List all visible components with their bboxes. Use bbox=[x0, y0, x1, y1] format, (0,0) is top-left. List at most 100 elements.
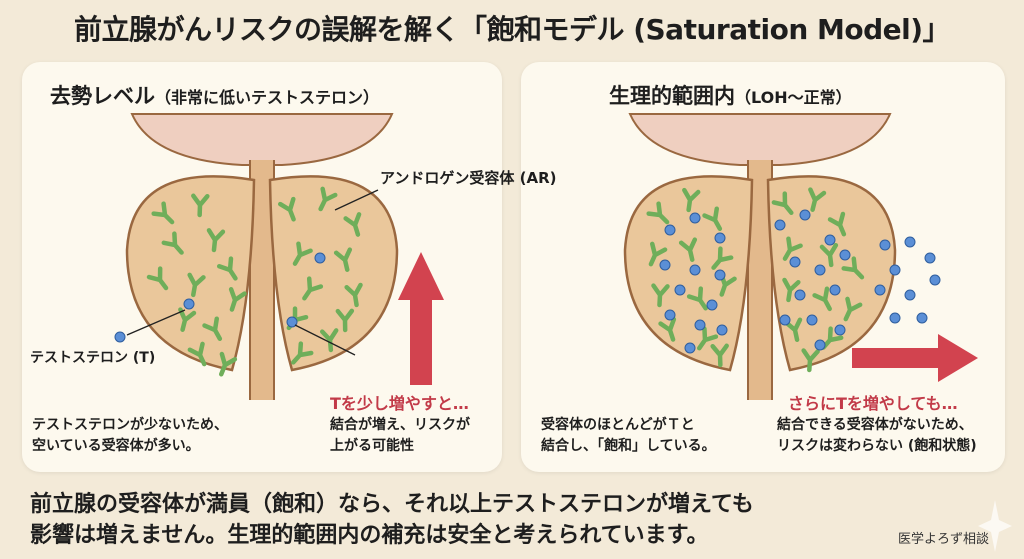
testosterone-dot bbox=[664, 224, 676, 236]
prostate-gland bbox=[125, 113, 399, 400]
testosterone-dot bbox=[789, 256, 801, 268]
receptor-icon bbox=[202, 316, 223, 341]
testosterone-dot bbox=[684, 342, 696, 354]
bladder bbox=[628, 113, 892, 166]
testosterone-leader-line bbox=[126, 309, 186, 336]
receptor-icon bbox=[648, 241, 668, 267]
receptor-icon bbox=[646, 201, 670, 225]
up-arrow-icon bbox=[398, 252, 444, 385]
right-arrow-icon bbox=[852, 334, 978, 382]
receptor-icon bbox=[686, 286, 708, 311]
receptor-icon bbox=[191, 193, 210, 218]
testosterone-dot bbox=[814, 264, 826, 276]
testosterone-dot bbox=[839, 249, 851, 261]
receptor-icon bbox=[277, 196, 296, 222]
receptor-icon bbox=[187, 272, 206, 298]
testosterone-dot bbox=[799, 209, 811, 221]
receptor-icon bbox=[178, 307, 197, 332]
testosterone-dot bbox=[314, 252, 326, 264]
receptor-icon bbox=[228, 287, 247, 312]
receptor-leader-line bbox=[334, 189, 379, 211]
testosterone-dot bbox=[689, 212, 701, 224]
testosterone-dot bbox=[183, 298, 195, 310]
testosterone-dot bbox=[814, 339, 826, 351]
testosterone-dot bbox=[904, 236, 916, 248]
testosterone-dot bbox=[889, 264, 901, 276]
testosterone-dot bbox=[716, 324, 728, 336]
receptor-icon bbox=[819, 242, 839, 268]
testosterone-dot bbox=[774, 219, 786, 231]
testosterone-dot bbox=[694, 319, 706, 331]
right-arrow-caption: 結合できる受容体がないため、リスクは変わらない (飽和状態) bbox=[777, 417, 977, 454]
testosterone-dot bbox=[714, 269, 726, 281]
bladder bbox=[130, 113, 394, 166]
receptor-icon bbox=[291, 341, 314, 365]
receptor-icon bbox=[782, 277, 801, 303]
receptor-icon bbox=[841, 256, 865, 280]
testosterone-dot bbox=[286, 316, 298, 328]
testosterone-dot bbox=[664, 309, 676, 321]
testosterone-dot bbox=[924, 252, 936, 264]
receptor-icon bbox=[801, 348, 820, 373]
panel-heading-text: 去勢レベル bbox=[50, 84, 155, 108]
testosterone-dot bbox=[889, 312, 901, 324]
receptor-icon bbox=[333, 247, 353, 272]
receptor-icon bbox=[782, 236, 803, 261]
receptor-icon bbox=[682, 187, 701, 213]
receptor-icon bbox=[710, 343, 729, 368]
testosterone-dot bbox=[114, 331, 126, 343]
conclusion-line-1: 前立腺の受容体が満員（飽和）なら、それ以上テストステロンが増えても bbox=[30, 492, 754, 517]
receptor-icon bbox=[678, 237, 698, 262]
receptor-icon bbox=[821, 326, 844, 350]
sparkle-icon bbox=[978, 500, 1012, 552]
testosterone-dot bbox=[714, 232, 726, 244]
testosterone-dot bbox=[834, 324, 846, 336]
receptor-icon bbox=[319, 328, 339, 353]
receptor-icon bbox=[344, 282, 363, 308]
receptor-icon bbox=[335, 308, 355, 333]
prostate-lobe bbox=[268, 175, 399, 372]
receptor-icon bbox=[651, 283, 670, 308]
receptor-icon bbox=[658, 317, 677, 342]
testosterone-dot bbox=[824, 234, 836, 246]
receptor-icon bbox=[292, 241, 313, 266]
testosterone-dot bbox=[794, 289, 806, 301]
receptor-icon bbox=[146, 266, 169, 291]
conclusion-line-2: 影響は増えません。生理的範囲内の補充は安全と考えられています。 bbox=[30, 523, 709, 548]
receptor-icon bbox=[784, 317, 803, 343]
urethra bbox=[251, 160, 273, 400]
receptor-icon bbox=[843, 296, 863, 322]
receptor-icon bbox=[219, 351, 238, 377]
receptor-icon bbox=[161, 231, 184, 255]
receptor-icon bbox=[187, 341, 207, 367]
panel-subheading: （LOH〜正常） bbox=[735, 88, 852, 107]
receptor-icon bbox=[206, 228, 226, 253]
testosterone-dot bbox=[829, 284, 841, 296]
testosterone-dot bbox=[904, 289, 916, 301]
testosterone-dot bbox=[929, 274, 941, 286]
brand-label: 医学よろず相談 bbox=[898, 532, 990, 547]
receptor-icon bbox=[216, 256, 238, 281]
right-arrow-label: さらにTを増やしても… bbox=[788, 394, 958, 413]
receptor-icon bbox=[771, 191, 794, 216]
receptor-icon bbox=[812, 286, 832, 312]
receptor-icon bbox=[702, 206, 723, 231]
receptor-icon bbox=[318, 186, 338, 212]
panel-subheading: （非常に低いテストステロン） bbox=[155, 88, 380, 107]
receptor-icon bbox=[343, 212, 362, 237]
testosterone-dot bbox=[779, 314, 791, 326]
testosterone-leader-line bbox=[294, 324, 356, 356]
panel-heading-text: 生理的範囲内 bbox=[609, 84, 735, 108]
testosterone-dot bbox=[806, 314, 818, 326]
testosterone-label: テストステロン (T) bbox=[30, 350, 156, 366]
receptor-icon bbox=[697, 326, 719, 351]
right-caption: 受容体のほとんどがＴと結合し、「飽和」している。 bbox=[541, 417, 716, 454]
panel-heading: 去勢レベル（非常に低いテストステロン） bbox=[50, 80, 379, 110]
testosterone-dot bbox=[689, 264, 701, 276]
left-arrow-caption: 結合が増え、リスクが上がる可能性 bbox=[330, 417, 470, 454]
testosterone-dot bbox=[706, 299, 718, 311]
testosterone-dot bbox=[916, 312, 928, 324]
receptor-icon bbox=[827, 211, 847, 237]
testosterone-dot bbox=[874, 284, 886, 296]
